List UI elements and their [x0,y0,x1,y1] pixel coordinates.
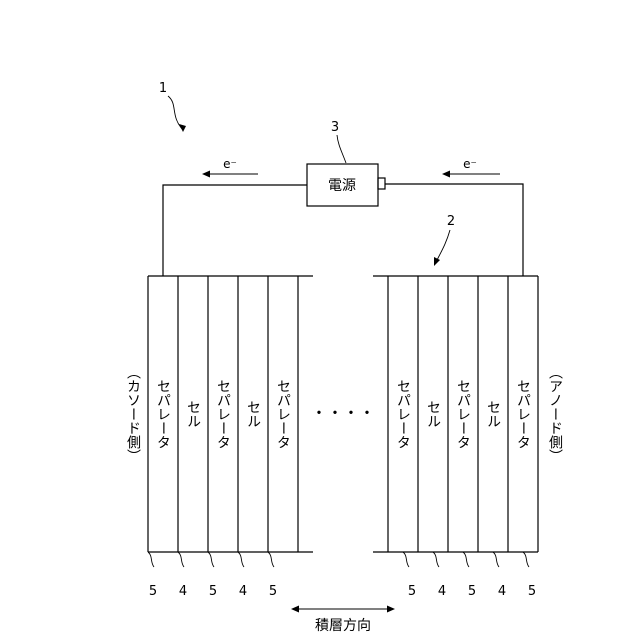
right-ref-leader [463,552,469,567]
power-supply-terminal [378,178,385,189]
ref-stack-leader [436,230,450,262]
right-cell-2-label: セル [485,400,501,428]
left-stack-group: セパレータ セル セパレータ セル セパレータ 5 4 5 4 5 [148,276,313,599]
electron-arrowhead-left [202,171,210,178]
left-separator-3-label: セパレータ [275,379,291,449]
right-layer-ref-5: 5 [528,584,536,599]
right-separator-2-label: セパレータ [455,379,471,449]
ref-power-supply-leader [337,135,346,163]
left-layer-ref-5: 5 [269,584,277,599]
left-layer-ref-4: 4 [239,584,247,599]
left-ref-leader [178,552,184,567]
right-layer-ref-3: 5 [468,584,476,599]
right-cell-1-label: セル [425,400,441,428]
right-ref-leader [433,552,439,567]
cathode-wire [163,185,307,276]
electron-label-right: e⁻ [463,157,477,171]
left-ref-leader [148,552,154,567]
cathode-side-label: （カソード側） [125,365,141,463]
stack-ellipsis: ・・・・ [311,404,375,423]
left-separator-1-label: セパレータ [155,379,171,449]
left-cell-2-label: セル [245,400,261,428]
left-separator-2-label: セパレータ [215,379,231,449]
left-ref-leader [238,552,244,567]
right-layer-ref-1: 5 [408,584,416,599]
power-supply-label: 電源 [328,178,356,194]
right-separator-1-label: セパレータ [395,379,411,449]
ref-power-supply-label: 3 [331,120,339,135]
stacking-arrowhead-right [387,606,395,613]
right-layer-ref-2: 4 [438,584,446,599]
stacking-arrowhead-left [291,606,299,613]
right-layer-ref-4: 4 [498,584,506,599]
right-ref-leader [493,552,499,567]
left-cell-1-label: セル [185,400,201,428]
left-layer-ref-1: 5 [149,584,157,599]
right-stack-group: セパレータ セル セパレータ セル セパレータ 5 4 5 4 5 [373,276,538,599]
ref-system-label: 1 [159,81,167,96]
ref-stack-label: 2 [447,214,455,229]
ref-system-arrowhead [179,124,186,132]
stacking-direction-label: 積層方向 [315,618,371,634]
right-ref-leader [403,552,409,567]
anode-side-label: （アノード側） [547,365,563,463]
ref-stack-arrowhead [434,257,440,266]
left-ref-leader [268,552,274,567]
left-layer-ref-3: 5 [209,584,217,599]
left-ref-leader [208,552,214,567]
electron-arrowhead-right [442,171,450,178]
anode-wire [385,184,523,276]
left-layer-ref-2: 4 [179,584,187,599]
right-ref-leader [523,552,529,567]
right-separator-3-label: セパレータ [515,379,531,449]
electron-label-left: e⁻ [223,157,237,171]
